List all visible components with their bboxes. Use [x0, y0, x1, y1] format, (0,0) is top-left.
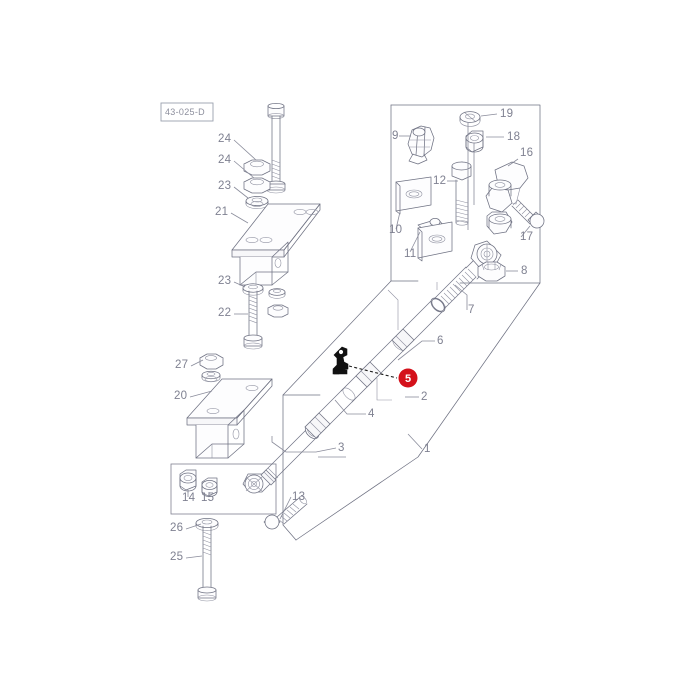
callout-22: 22 [218, 307, 231, 319]
part-21-bracket-upper [231, 201, 321, 286]
part-16-fork-yoke [485, 161, 529, 235]
callout-25: 25 [170, 551, 183, 563]
part-17-hex-bolt [511, 199, 545, 229]
highlight-badge-5[interactable]: 5 [398, 368, 418, 388]
callout-10: 10 [389, 224, 402, 236]
part-22-long-bolt [243, 290, 263, 350]
callout-18: 18 [507, 131, 520, 143]
part-7-threaded-shaft [431, 266, 477, 312]
callout-27: 27 [175, 359, 188, 371]
callout-7: 7 [468, 304, 475, 316]
callout-21: 21 [215, 206, 228, 218]
part-nut-small-right [267, 304, 289, 318]
leader-lines [185, 113, 531, 559]
part-27-nut [199, 353, 224, 370]
part-8-hex-nut [477, 261, 506, 282]
part-23-washer-lower [242, 283, 264, 296]
part-10-flat-plate [395, 176, 432, 215]
callout-17: 17 [520, 231, 533, 243]
highlight-badge-circle[interactable] [398, 368, 418, 388]
callout-2: 2 [421, 391, 428, 403]
callout-6: 6 [437, 335, 444, 347]
callout-13: 13 [292, 491, 305, 503]
part-15-bushing [201, 477, 218, 497]
diagram-code-tag: 43-025-D [160, 102, 214, 122]
part-washer-small-right [268, 288, 286, 299]
part-14-bushing [179, 469, 197, 492]
callout-19: 19 [500, 108, 513, 120]
highlight-badge-number: 5 [405, 373, 411, 385]
group-box-bushings [170, 463, 277, 515]
callout-26: 26 [170, 522, 183, 534]
grease-nipple-icon [332, 346, 349, 375]
part-11-pin-plate [417, 218, 453, 262]
callout-20: 20 [174, 390, 187, 402]
diagram-code-text: 43-025-D [165, 107, 205, 117]
part-4-rod-sleeve [304, 387, 356, 439]
part-12-hex-bolt [451, 161, 472, 226]
part-19-washer-cap [459, 111, 481, 127]
part-3-lower-rod [242, 424, 320, 494]
part-9-retaining-clip [407, 125, 435, 165]
callout-23: 23 [218, 180, 231, 192]
callout-16: 16 [520, 147, 533, 159]
part-24-nut-lower [243, 177, 271, 194]
assembly-outline [282, 104, 541, 541]
callout-23-lower: 23 [218, 275, 231, 287]
callout-9: 9 [392, 130, 399, 142]
callout-24: 24 [218, 133, 232, 145]
part-upper-rod-end [465, 240, 502, 280]
callout-3: 3 [338, 442, 345, 454]
part-upper-bolt [266, 103, 286, 194]
callout-15: 15 [201, 492, 214, 504]
callout-24-lower: 24 [218, 154, 232, 166]
part-18-spacer-bush [465, 130, 484, 153]
callout-4: 4 [368, 408, 375, 420]
callout-12: 12 [433, 175, 446, 187]
part-13-hex-bolt [263, 495, 308, 530]
part-20-bracket-lower [186, 376, 273, 459]
callout-14: 14 [182, 492, 196, 504]
part-25-long-bolt [197, 525, 217, 602]
callout-numbers: 1 2 3 4 6 7 8 9 10 11 12 13 14 15 16 17 … [170, 108, 533, 563]
callout-1: 1 [424, 443, 431, 455]
callout-11: 11 [404, 248, 416, 260]
callout-8: 8 [521, 265, 528, 277]
